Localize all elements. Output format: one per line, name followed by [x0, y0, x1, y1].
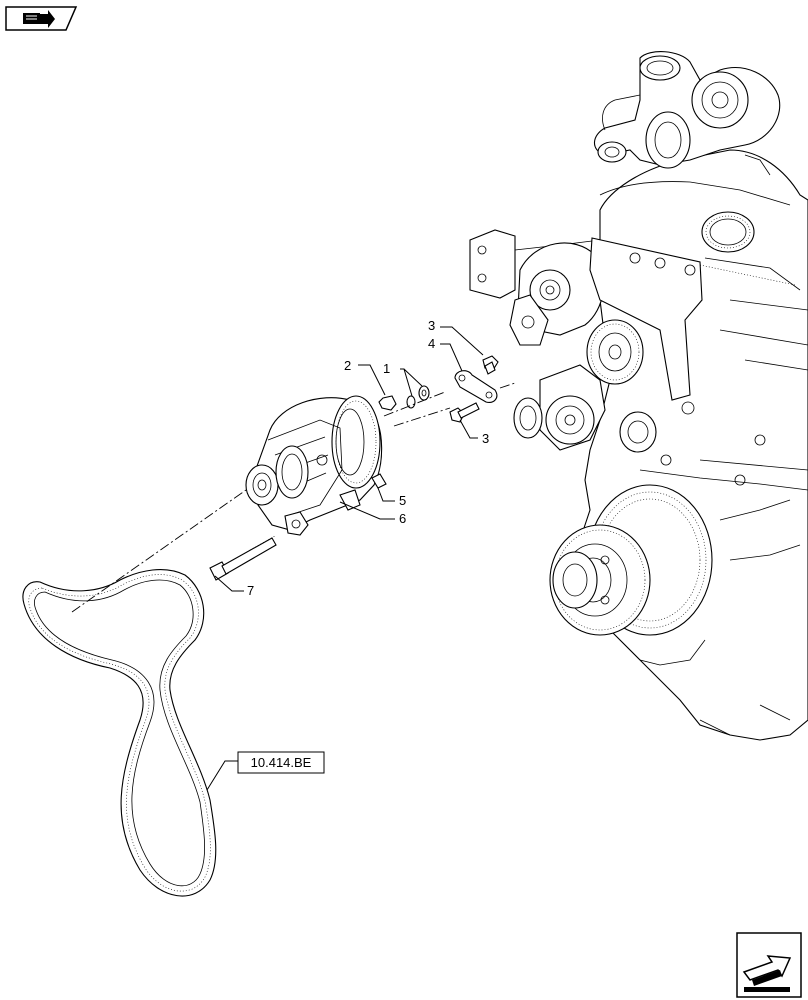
- reference-box-label: 10.414.BE: [251, 755, 312, 770]
- callout-labels: 1 2 3 3 4 5 6 7: [247, 318, 489, 598]
- assembly-centerlines: [71, 382, 516, 613]
- book-with-arrow-icon[interactable]: [5, 6, 78, 31]
- callout-7: 7: [247, 583, 254, 598]
- reference-box[interactable]: 10.414.BE: [237, 751, 325, 774]
- callout-5: 5: [399, 493, 406, 508]
- long-bolt: [209, 535, 277, 581]
- nut-and-washers: [378, 385, 430, 411]
- leader-lines: [206, 326, 484, 791]
- callout-3-lower: 3: [482, 431, 489, 446]
- callout-1: 1: [383, 361, 390, 376]
- alternator: [245, 395, 383, 536]
- callout-6: 6: [399, 511, 406, 526]
- engine-block: [469, 51, 808, 741]
- poly-v-belt: [22, 569, 217, 897]
- callout-2: 2: [344, 358, 351, 373]
- next-page-arrow-icon[interactable]: [736, 932, 802, 998]
- callout-4: 4: [428, 336, 435, 351]
- stud: [371, 473, 387, 489]
- callout-3-upper: 3: [428, 318, 435, 333]
- adjusting-strap: [449, 355, 499, 423]
